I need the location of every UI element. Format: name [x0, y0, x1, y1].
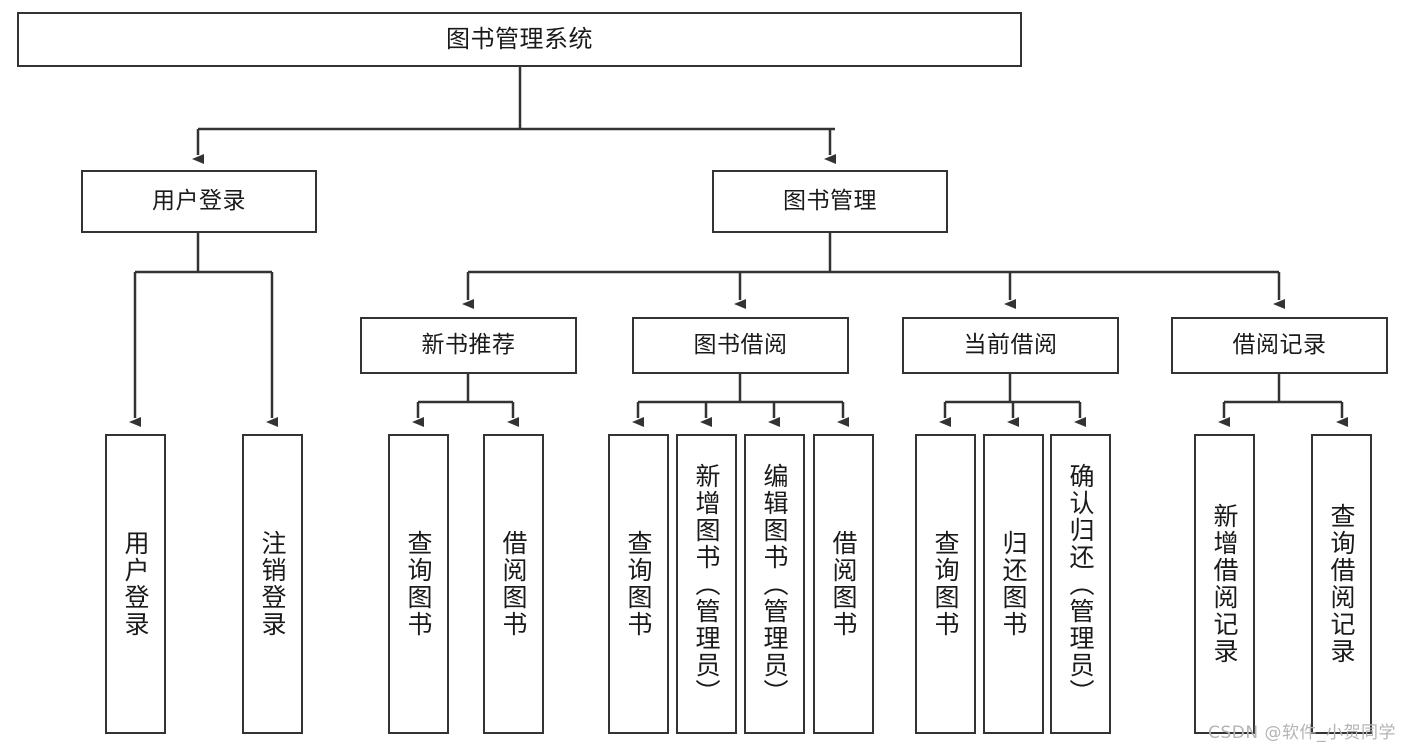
node-user-login[interactable]: 用户登录 [81, 170, 317, 233]
node-book-manage[interactable]: 图书管理 [712, 170, 948, 233]
node-leaf-query-book-3-label: 查询图书 [931, 530, 960, 638]
node-leaf-query-record-label: 查询借阅记录 [1327, 503, 1356, 665]
node-new-book-recommend-label: 新书推荐 [421, 331, 516, 358]
node-book-borrow-label: 图书借阅 [693, 331, 788, 358]
node-leaf-borrow-book-1-label: 借阅图书 [499, 530, 528, 638]
node-leaf-query-book-3[interactable]: 查询图书 [915, 434, 976, 734]
node-leaf-query-book-1-label: 查询图书 [404, 530, 433, 638]
node-leaf-add-record-label: 新增借阅记录 [1210, 503, 1239, 665]
node-leaf-borrow-book-2[interactable]: 借阅图书 [813, 434, 874, 734]
node-leaf-add-book[interactable]: 新增图书（管理员） [676, 434, 737, 734]
node-leaf-return-book-label: 归还图书 [999, 530, 1028, 638]
node-leaf-confirm-return-label: 确认归还（管理员） [1066, 462, 1095, 706]
node-root[interactable]: 图书管理系统 [17, 12, 1022, 67]
node-new-book-recommend[interactable]: 新书推荐 [360, 317, 577, 374]
node-leaf-add-book-label: 新增图书（管理员） [692, 462, 721, 706]
node-leaf-user-login-label: 用户登录 [121, 530, 150, 638]
node-leaf-query-book-2-label: 查询图书 [624, 530, 653, 638]
node-leaf-query-record[interactable]: 查询借阅记录 [1311, 434, 1372, 734]
node-borrow-record[interactable]: 借阅记录 [1171, 317, 1388, 374]
node-book-manage-label: 图书管理 [783, 187, 877, 214]
node-leaf-return-book[interactable]: 归还图书 [983, 434, 1044, 734]
node-leaf-borrow-book-1[interactable]: 借阅图书 [483, 434, 544, 734]
node-book-borrow[interactable]: 图书借阅 [632, 317, 849, 374]
node-leaf-query-book-2[interactable]: 查询图书 [608, 434, 669, 734]
node-leaf-borrow-book-2-label: 借阅图书 [829, 530, 858, 638]
node-leaf-logout[interactable]: 注销登录 [242, 434, 303, 734]
node-leaf-query-book-1[interactable]: 查询图书 [388, 434, 449, 734]
node-root-label: 图书管理系统 [446, 25, 593, 54]
node-leaf-logout-label: 注销登录 [258, 530, 287, 638]
node-leaf-user-login[interactable]: 用户登录 [105, 434, 166, 734]
node-leaf-add-record[interactable]: 新增借阅记录 [1194, 434, 1255, 734]
node-current-borrow[interactable]: 当前借阅 [902, 317, 1119, 374]
node-user-login-label: 用户登录 [152, 187, 246, 214]
node-current-borrow-label: 当前借阅 [963, 331, 1058, 358]
node-borrow-record-label: 借阅记录 [1232, 331, 1327, 358]
node-leaf-confirm-return[interactable]: 确认归还（管理员） [1050, 434, 1111, 734]
node-leaf-edit-book[interactable]: 编辑图书（管理员） [744, 434, 805, 734]
node-leaf-edit-book-label: 编辑图书（管理员） [760, 462, 789, 706]
